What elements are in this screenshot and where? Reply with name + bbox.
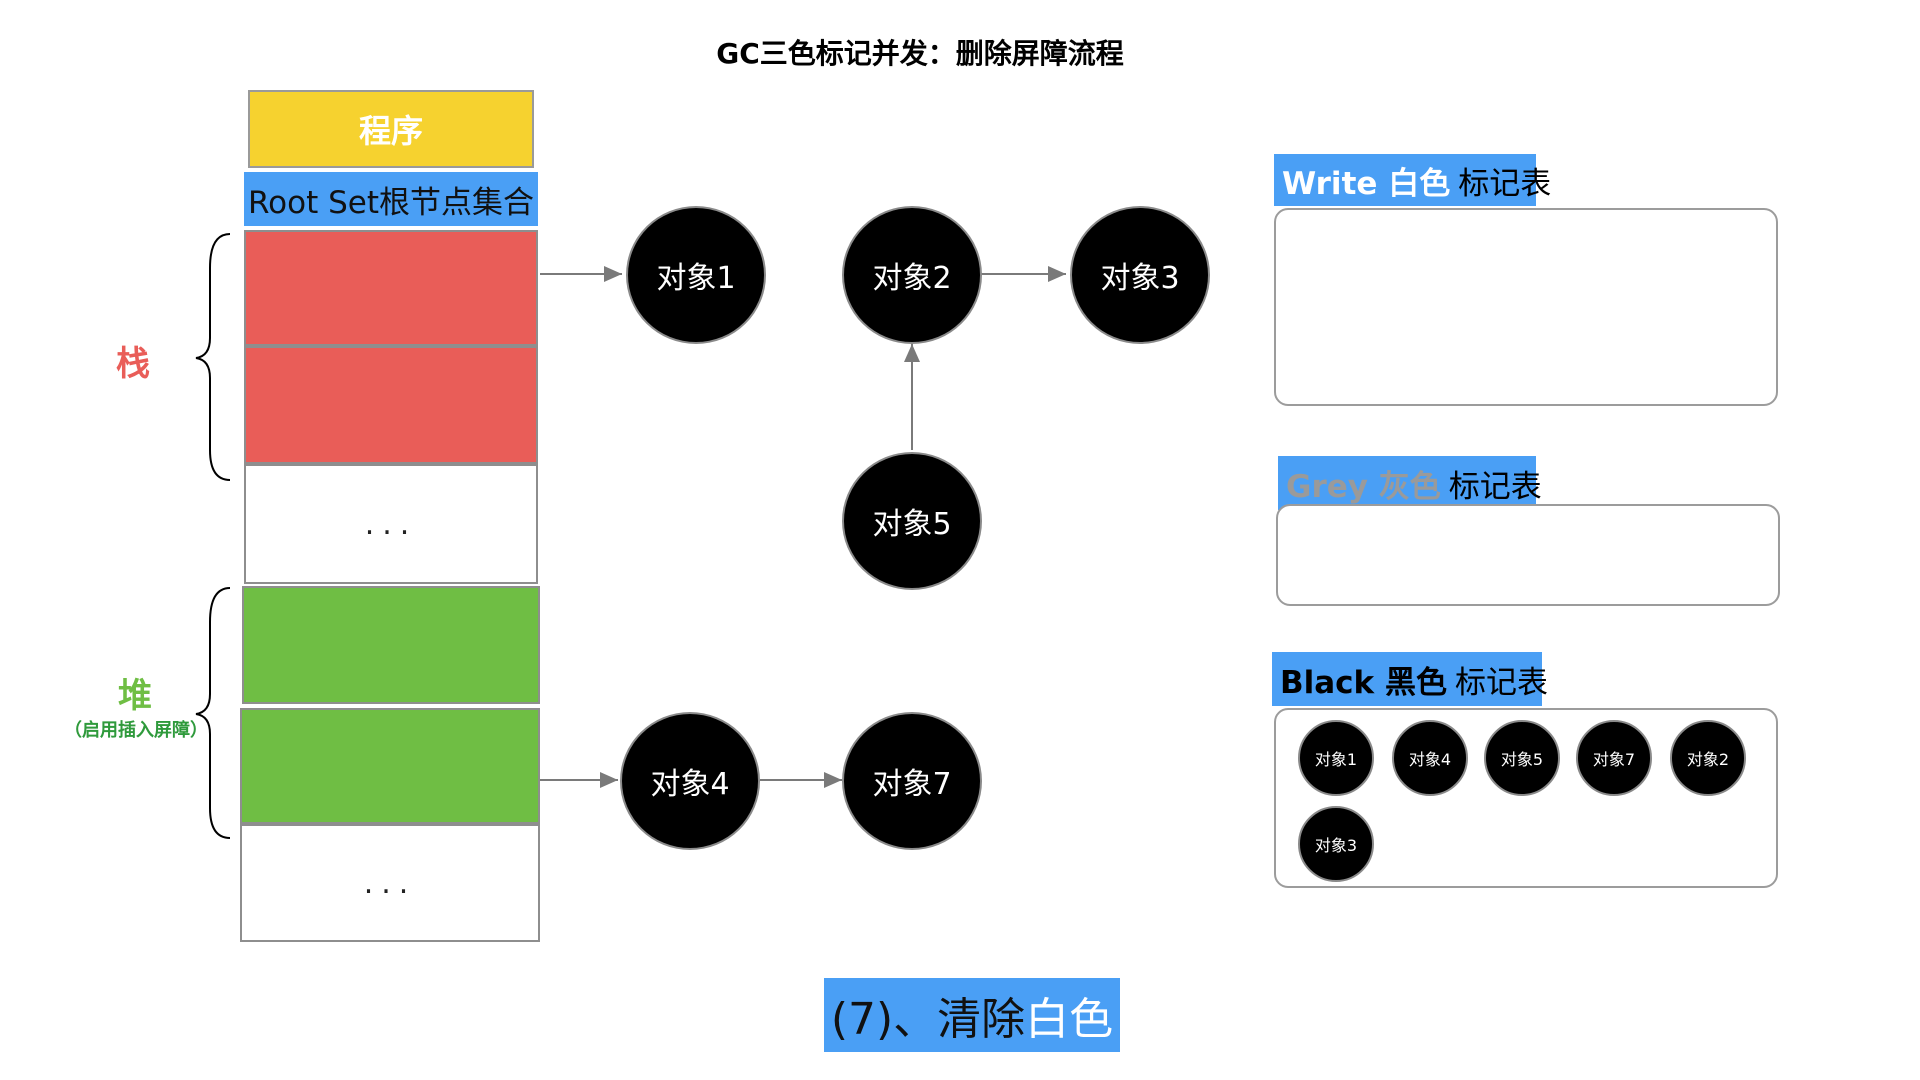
white-table: [1274, 208, 1778, 406]
grey-table-label-rest: 标记表: [1448, 468, 1542, 505]
black-table-item: 对象7: [1576, 720, 1652, 796]
grey-table-label-bold: Grey 灰色: [1286, 468, 1441, 505]
black-table-item: 对象3: [1298, 806, 1374, 882]
heap-sublabel: （启用插入屏障）: [64, 720, 208, 741]
step-label-text: (7)、清除: [830, 994, 1026, 1045]
black-table-item: 对象1: [1298, 720, 1374, 796]
node-obj5: 对象5: [842, 452, 982, 590]
stack-cell-2: [244, 346, 538, 464]
stack-brace: [195, 233, 231, 481]
node-obj7: 对象7: [842, 712, 982, 850]
white-table-label-bold: Write 白色: [1282, 165, 1451, 202]
black-table-item: 对象2: [1670, 720, 1746, 796]
grey-table: [1276, 504, 1780, 606]
stack-label: 栈: [116, 344, 150, 384]
heap-brace: [195, 587, 231, 839]
root-set-label: Root Set根节点集合: [244, 172, 538, 226]
heap-cell-3: ...: [240, 824, 540, 942]
program-box: 程序: [248, 90, 534, 168]
node-obj4: 对象4: [620, 712, 760, 850]
diagram-title: GC三色标记并发：删除屏障流程: [716, 37, 1124, 70]
black-table-item: 对象5: [1484, 720, 1560, 796]
grey-table-label: Grey 灰色 标记表: [1278, 456, 1542, 510]
stack-cell-1: [244, 230, 538, 346]
black-table-label-bold: Black 黑色: [1280, 664, 1447, 701]
heap-cell-1: [242, 586, 540, 704]
stack-cell-3: ...: [244, 464, 538, 584]
white-table-label-rest: 标记表: [1458, 165, 1552, 202]
node-obj3: 对象3: [1070, 206, 1210, 344]
node-obj2: 对象2: [842, 206, 982, 344]
black-table-label-rest: 标记表: [1454, 664, 1548, 701]
white-table-label: Write 白色 标记表: [1274, 154, 1551, 206]
black-table-item: 对象4: [1392, 720, 1468, 796]
node-obj1: 对象1: [626, 206, 766, 344]
heap-label: 堆: [118, 676, 152, 716]
step-label-highlight: 白色: [1025, 994, 1114, 1045]
black-table-label: Black 黑色 标记表: [1272, 652, 1548, 706]
braces: [195, 233, 231, 839]
heap-cell-2: [240, 708, 540, 824]
step-label: (7)、清除白色: [824, 978, 1120, 1052]
